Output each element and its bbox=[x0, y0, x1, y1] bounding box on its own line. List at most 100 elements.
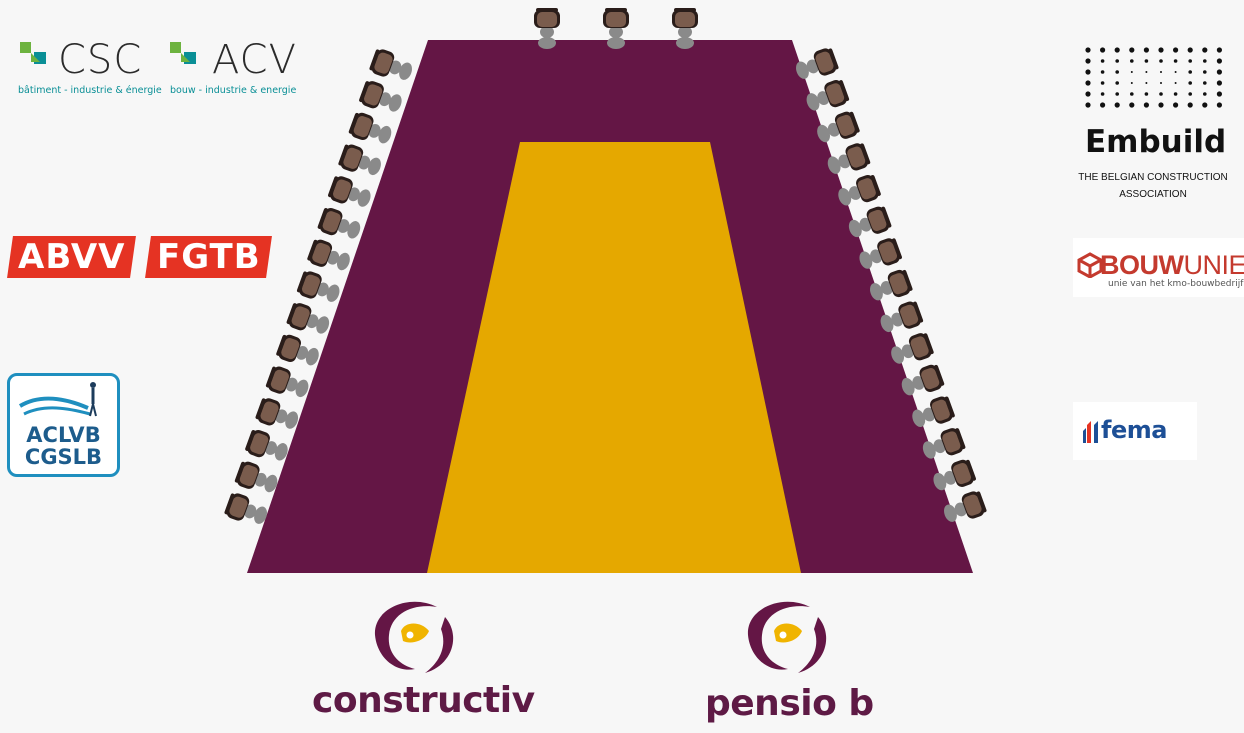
embuild-dot bbox=[1115, 81, 1119, 85]
embuild-dot bbox=[1085, 47, 1091, 53]
chair-right-3 bbox=[817, 111, 860, 143]
embuild-dot bbox=[1100, 47, 1106, 53]
fema-logo-name: fema bbox=[1101, 416, 1167, 444]
aclvb-logo-line2: CGSLB bbox=[24, 445, 103, 469]
csc-logo-tagline: bâtiment - industrie & énergie bbox=[18, 85, 162, 96]
embuild-dot bbox=[1160, 71, 1162, 73]
chair-left-8 bbox=[296, 271, 340, 302]
embuild-dot bbox=[1145, 71, 1148, 73]
embuild-dot bbox=[1216, 58, 1222, 64]
embuild-dot bbox=[1130, 92, 1134, 96]
bouwunie-logo-name: BOUWUNIE bbox=[1100, 250, 1244, 281]
acv-logo: ACV bouw - industrie & energie bbox=[168, 40, 308, 98]
chair-right-2 bbox=[806, 80, 850, 111]
embuild-dot bbox=[1159, 92, 1163, 96]
embuild-dot bbox=[1203, 70, 1207, 74]
chair-left-6 bbox=[317, 207, 361, 239]
chair-right-4 bbox=[827, 143, 871, 174]
meeting-table-inner bbox=[427, 142, 801, 573]
chair-right-11 bbox=[901, 364, 945, 396]
embuild-logo: Embuild THE BELGIAN CONSTRUCTION ASSOCIA… bbox=[1078, 44, 1228, 204]
chair-right-6 bbox=[848, 206, 892, 238]
embuild-dot bbox=[1143, 47, 1149, 53]
embuild-logo-name: Embuild bbox=[1085, 124, 1227, 160]
chair-right-5 bbox=[838, 174, 881, 206]
bouwunie-logo-tagline: unie van het kmo-bouwbedrijf bbox=[1108, 279, 1244, 289]
embuild-dot bbox=[1085, 80, 1091, 86]
abvv-logo: ABVV bbox=[7, 236, 136, 278]
embuild-logo-tagline-1: THE BELGIAN CONSTRUCTION bbox=[1078, 172, 1228, 183]
embuild-dot bbox=[1188, 81, 1192, 85]
embuild-dot bbox=[1187, 47, 1193, 53]
fema-stripes-icon bbox=[1083, 421, 1098, 443]
chair-right-8 bbox=[870, 269, 913, 301]
constructiv-logo-name: constructiv bbox=[312, 680, 535, 721]
chair-top-3 bbox=[672, 8, 698, 49]
embuild-dot bbox=[1216, 69, 1222, 75]
chair-left-12 bbox=[255, 398, 299, 429]
embuild-dot bbox=[1085, 91, 1091, 97]
embuild-dot bbox=[1173, 59, 1178, 63]
embuild-dot bbox=[1115, 59, 1119, 63]
chair-right-13 bbox=[922, 428, 966, 459]
embuild-dot bbox=[1187, 102, 1193, 108]
embuild-dot bbox=[1100, 102, 1106, 108]
embuild-dot bbox=[1144, 59, 1149, 63]
chair-top-2 bbox=[603, 8, 629, 49]
embuild-dot bbox=[1203, 92, 1207, 96]
embuild-dot bbox=[1174, 82, 1177, 84]
bouwunie-logo-name-light: UNIE bbox=[1183, 250, 1244, 280]
embuild-dot bbox=[1130, 71, 1133, 73]
chair-right-10 bbox=[891, 333, 934, 364]
fema-logo: fema bbox=[1073, 402, 1197, 460]
embuild-dot bbox=[1100, 70, 1105, 74]
csc-logo-mark bbox=[20, 42, 46, 64]
embuild-dot bbox=[1130, 59, 1134, 63]
chair-top-1 bbox=[534, 8, 560, 49]
chair-left-3 bbox=[348, 112, 392, 144]
chair-left-4 bbox=[338, 144, 381, 176]
aclvb-logo-line1: ACLVB bbox=[26, 423, 101, 447]
embuild-dot bbox=[1114, 47, 1120, 53]
cube-icon bbox=[1077, 252, 1103, 278]
chairs-group bbox=[224, 8, 987, 524]
bouwunie-logo-name-bold: BOUW bbox=[1100, 250, 1184, 280]
chair-right-12 bbox=[912, 396, 955, 427]
embuild-dot bbox=[1129, 102, 1135, 108]
chair-right-9 bbox=[880, 301, 924, 333]
embuild-dot bbox=[1159, 59, 1163, 63]
chair-left-13 bbox=[245, 429, 288, 461]
embuild-dot bbox=[1115, 70, 1119, 74]
embuild-dot bbox=[1173, 47, 1179, 53]
embuild-dot bbox=[1143, 102, 1149, 108]
embuild-dot bbox=[1173, 92, 1178, 96]
aclvb-logo: ACLVB CGSLB bbox=[7, 373, 120, 477]
embuild-dot bbox=[1216, 91, 1222, 97]
embuild-dot bbox=[1130, 82, 1133, 84]
acv-logo-tagline: bouw - industrie & energie bbox=[170, 85, 297, 96]
chair-left-5 bbox=[328, 176, 371, 207]
embuild-dot bbox=[1144, 92, 1149, 96]
chair-left-15 bbox=[224, 493, 267, 524]
embuild-dot bbox=[1085, 58, 1091, 64]
embuild-dot bbox=[1188, 70, 1192, 74]
embuild-dot bbox=[1085, 69, 1091, 75]
embuild-dot bbox=[1129, 47, 1135, 53]
embuild-dot bbox=[1216, 80, 1222, 86]
chair-right-1 bbox=[796, 48, 839, 79]
embuild-dot bbox=[1173, 102, 1179, 108]
embuild-dot bbox=[1202, 102, 1208, 108]
constructiv-logo-mark bbox=[374, 601, 454, 673]
embuild-dot bbox=[1100, 92, 1105, 96]
embuild-dot bbox=[1174, 71, 1177, 73]
embuild-dot bbox=[1158, 102, 1164, 108]
chair-left-1 bbox=[369, 49, 412, 80]
aclvb-logo-mark bbox=[18, 382, 97, 417]
embuild-dot bbox=[1160, 82, 1162, 84]
abvv-logo-name: ABVV bbox=[17, 237, 126, 277]
chair-right-14 bbox=[933, 459, 976, 491]
embuild-dot bbox=[1188, 92, 1192, 96]
embuild-dot bbox=[1114, 102, 1120, 108]
embuild-dot bbox=[1188, 59, 1192, 63]
embuild-dot bbox=[1202, 47, 1208, 53]
